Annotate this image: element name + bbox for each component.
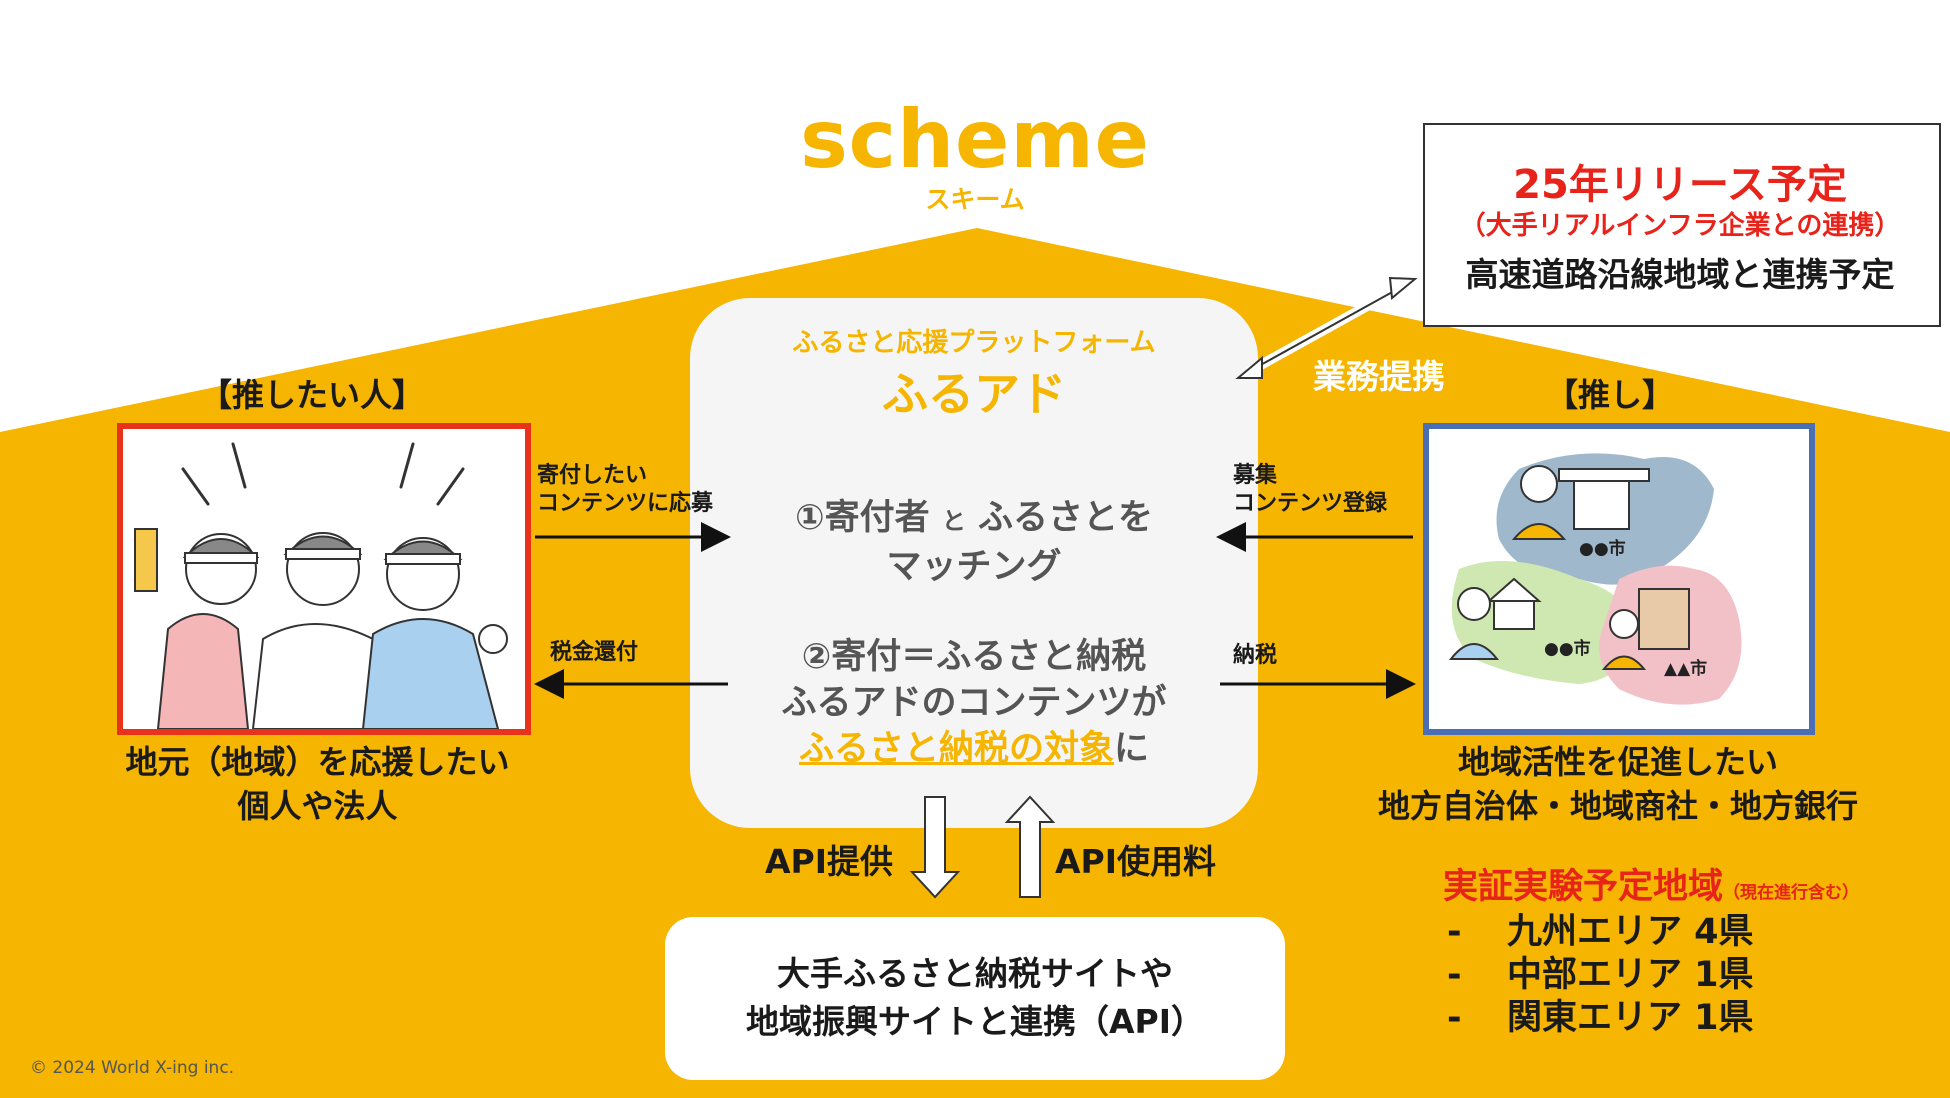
step2-suffix: に: [1114, 729, 1150, 769]
api-partner-text: 大手ふるさと納税サイトや 地域振興サイトと連携（API）: [665, 950, 1285, 1046]
partnership-label: 業務提携: [1313, 357, 1445, 396]
arrow-api-fee: [1004, 795, 1056, 898]
scheme-subtitle: スキーム: [925, 185, 1025, 214]
step2-line2: ふるアドのコンテンツが: [781, 683, 1167, 723]
step1-line2: マッチング: [886, 547, 1062, 587]
house-icon: [1486, 577, 1542, 630]
api-fee-label: API使用料: [1055, 842, 1217, 881]
regions-title: 実証実験予定地域（現在進行含む）: [1443, 858, 1859, 909]
left-caption-line1: 地元（地域）を応援したい: [125, 743, 510, 781]
left-bracket-label: 【推したい人】: [200, 376, 425, 414]
release-box: [1423, 123, 1941, 327]
right-caption: 地域活性を促進したい 地方自治体・地域商社・地方銀行: [1318, 740, 1918, 828]
api-partner-line2: 地域振興サイトと連携（API）: [745, 1002, 1204, 1041]
platform-card: [690, 298, 1258, 828]
release-title: 25年リリース予定: [1513, 162, 1847, 208]
api-partner-line1: 大手ふるさと納税サイトや: [777, 954, 1173, 993]
fan-icon: [134, 528, 158, 592]
right-caption-line1: 地域活性を促進したい: [1457, 743, 1778, 781]
person-icon: [1511, 465, 1567, 540]
region-item: - 中部エリア 1県: [1447, 946, 1754, 997]
platform-name: ふるアド: [882, 367, 1066, 421]
arrow-api-provide: [909, 796, 961, 899]
map-label-3: ▲▲市: [1664, 658, 1707, 679]
api-provide-label: API提供: [765, 842, 894, 881]
region-dash: -: [1447, 912, 1462, 952]
step2-highlight: ふるさと納税の対象: [798, 729, 1114, 769]
region-dash: -: [1447, 998, 1462, 1038]
region-item: - 関東エリア 1県: [1447, 989, 1754, 1040]
flow-register-label: 募集 コンテンツ登録: [1233, 462, 1387, 518]
copyright: © 2024 World X-ing inc.: [30, 1058, 235, 1078]
regions-note: （現在進行含む）: [1723, 883, 1860, 903]
flow-apply-label: 寄付したい コンテンツに応募: [537, 462, 713, 518]
regions-title-text: 実証実験予定地域: [1443, 867, 1724, 907]
step2-line1: ②寄付＝ふるさと納税: [801, 637, 1147, 677]
step1-a: ①寄付者: [794, 498, 930, 538]
flow-tax-payment-label: 納税: [1233, 643, 1278, 668]
step2-text: ②寄付＝ふるさと納税 ふるアドのコンテンツが ふるさと納税の対象に: [690, 634, 1258, 772]
supporters-illustration-frame: [117, 423, 531, 735]
scheme-title: scheme: [800, 93, 1150, 186]
regions-illustration-frame: ●●市 ●●市 ▲▲市: [1423, 423, 1815, 735]
step1-text: ①寄付者 と ふるさとを マッチング: [690, 495, 1258, 590]
release-body: 高速道路沿線地域と連携予定: [1465, 255, 1895, 294]
supporters-illustration: [134, 442, 508, 730]
map-label-1: ●●市: [1579, 538, 1626, 559]
flow-apply-line2: コンテンツに応募: [537, 491, 714, 516]
region-item-label: 九州エリア 4県: [1507, 912, 1754, 952]
platform-subtitle: ふるさと応援プラットフォーム: [792, 328, 1156, 358]
regions-map: ●●市 ●●市 ▲▲市: [1448, 453, 1742, 705]
flow-apply-line1: 寄付したい: [537, 463, 648, 488]
left-caption: 地元（地域）を応援したい 個人や法人: [80, 740, 555, 828]
flow-tax-refund-label: 税金還付: [550, 640, 639, 665]
apartment-icon: [1638, 588, 1690, 650]
map-label-2: ●●市: [1544, 638, 1591, 659]
step1-b: ふるさとを: [978, 498, 1154, 538]
right-caption-line2: 地方自治体・地域商社・地方銀行: [1377, 787, 1858, 825]
arrow-partnership: [1235, 276, 1418, 379]
api-partner-box: [665, 917, 1285, 1080]
step1-small: と: [941, 507, 966, 535]
building-icon: [1558, 468, 1650, 530]
region-dash: -: [1447, 955, 1462, 995]
flow-register-line1: 募集: [1233, 463, 1278, 488]
left-caption-line2: 個人や法人: [237, 787, 398, 825]
right-bracket-label: 【推し】: [1546, 376, 1675, 414]
person-icon-2: [1448, 587, 1500, 660]
flow-register-line2: コンテンツ登録: [1233, 491, 1388, 516]
release-subtitle: （大手リアルインフラ企業との連携）: [1459, 211, 1901, 241]
region-item-label: 関東エリア 1県: [1507, 998, 1754, 1038]
region-item: - 九州エリア 4県: [1447, 903, 1754, 954]
person-icon-3: [1601, 609, 1647, 670]
region-item-label: 中部エリア 1県: [1507, 955, 1754, 995]
